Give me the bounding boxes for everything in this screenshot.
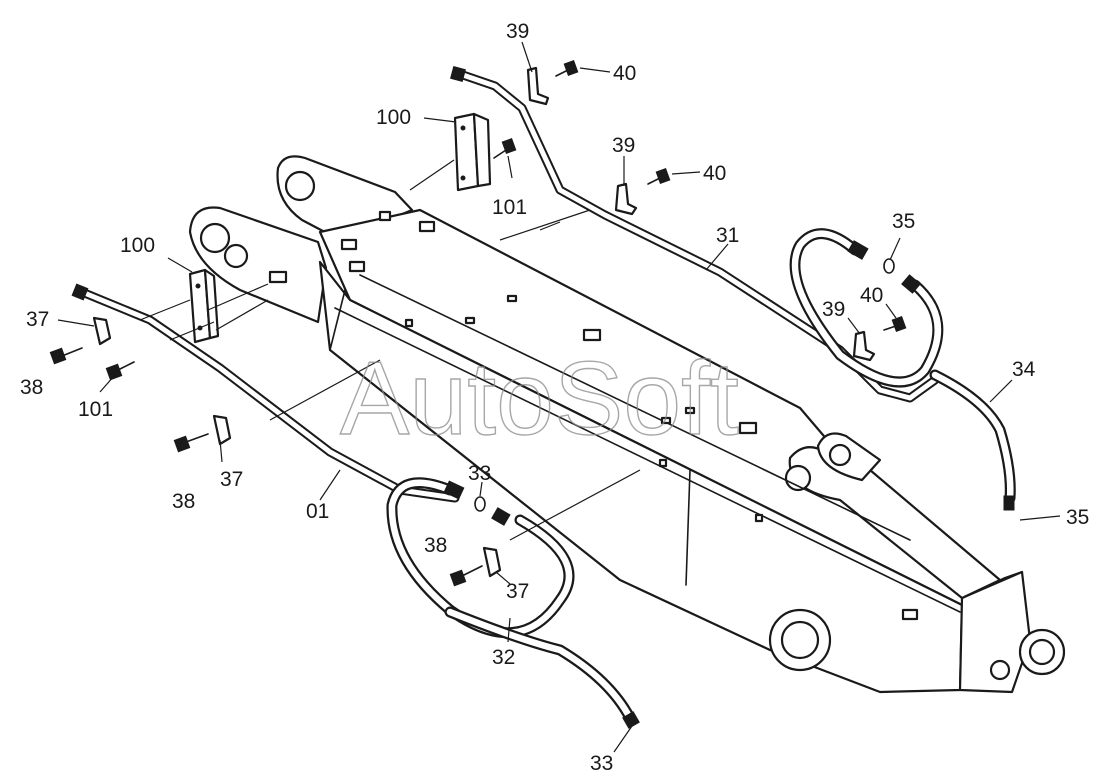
clamp-37-c: [482, 546, 502, 578]
boom-assembly: [188, 155, 1066, 694]
mount-block: [754, 513, 764, 523]
o-ring-33: [474, 496, 486, 512]
clamp-39-c: [852, 330, 876, 362]
callout-35: 35: [892, 210, 915, 233]
callout-40: 40: [703, 162, 726, 185]
watermark-text: AutoSoft: [340, 341, 739, 457]
callout-38: 38: [20, 376, 43, 399]
callout-37: 37: [220, 468, 243, 491]
hose-32: [386, 477, 640, 729]
callout-39: 39: [612, 134, 635, 157]
bolt-40-b: [647, 168, 671, 185]
boom-foot-hole: [780, 620, 820, 660]
callout-39: 39: [822, 298, 845, 321]
pipe-31: [450, 66, 940, 403]
bolt-38-c: [449, 565, 483, 587]
boom-pin-boss: [223, 243, 249, 269]
mount-block: [268, 270, 288, 284]
bolt-38-b: [173, 433, 209, 453]
callout-38: 38: [424, 534, 447, 557]
clamp-37-a: [92, 316, 112, 346]
pipe-01: [71, 283, 460, 503]
callout-40: 40: [613, 62, 636, 85]
mount-block: [660, 416, 672, 425]
clamp-39-a: [526, 66, 550, 106]
callout-32: 32: [492, 646, 515, 669]
mount-block: [348, 260, 366, 273]
boom-front-end: [958, 570, 1032, 694]
callout-100: 100: [120, 234, 155, 257]
callout-labels: 39 40 100 101 39 40 31 35 40 39 100 37 3…: [20, 20, 1089, 775]
bolt-101-lower: [105, 361, 135, 381]
plate-100-upper: [453, 112, 492, 192]
mount-block: [464, 316, 476, 325]
boom-web-line-2: [329, 289, 346, 351]
bolt-40-c: [883, 316, 907, 332]
boom-edge-line: [334, 307, 961, 613]
boom-top-lug-hole: [828, 443, 852, 467]
callout-38: 38: [172, 490, 195, 513]
callout-33: 33: [468, 462, 491, 485]
plate-100-lower: [188, 268, 220, 344]
boom-side-plate: [318, 260, 964, 694]
callout-01: 01: [306, 500, 329, 523]
hose-34: [789, 228, 1016, 511]
callout-35: 35: [1066, 506, 1089, 529]
mount-block: [506, 294, 518, 303]
bolt-40-a: [555, 60, 579, 77]
bolt-38-a: [49, 347, 83, 365]
callout-31: 31: [716, 224, 739, 247]
callout-40: 40: [860, 284, 883, 307]
bolt-101-upper: [493, 138, 517, 159]
mount-block: [378, 210, 392, 222]
callout-101: 101: [492, 196, 527, 219]
boom-center-line: [359, 274, 911, 541]
callout-37: 37: [26, 308, 49, 331]
callout-leaders: [57, 41, 1061, 753]
mount-block: [418, 220, 436, 233]
clamp-37-b: [212, 414, 232, 446]
mount-block: [684, 406, 696, 415]
callout-101: 101: [78, 398, 113, 421]
mount-block: [582, 328, 602, 342]
mount-block: [901, 608, 919, 621]
mount-block: [404, 318, 414, 328]
mount-block: [738, 421, 758, 435]
callout-33: 33: [590, 752, 613, 775]
callout-39: 39: [506, 20, 529, 43]
mount-block: [340, 238, 358, 251]
callout-34: 34: [1012, 358, 1036, 381]
boom-nose-hole: [1028, 638, 1056, 666]
clamp-39-b: [614, 182, 638, 216]
boom-web-line: [685, 469, 691, 586]
boom-pin-hole-lower: [199, 222, 231, 254]
o-ring-35: [883, 258, 895, 274]
boom-nose-hole-2: [989, 659, 1011, 681]
callout-100: 100: [376, 106, 411, 129]
assembly-lines: [139, 159, 641, 541]
mount-block: [658, 458, 668, 468]
boom-pin-hole-upper: [284, 170, 316, 202]
callout-37: 37: [506, 580, 529, 603]
